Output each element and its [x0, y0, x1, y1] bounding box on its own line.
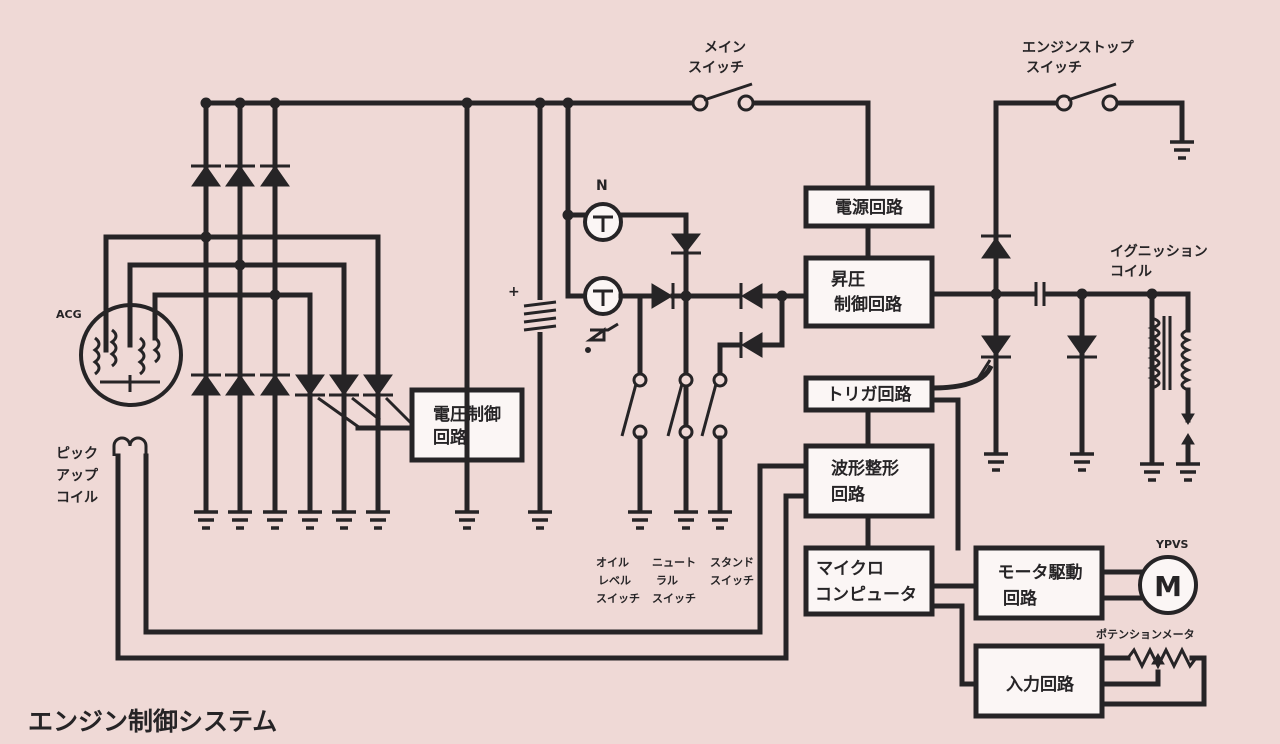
diode-upper-1 — [191, 164, 221, 187]
thyristor-3 — [363, 374, 393, 397]
ground-15 — [1176, 462, 1200, 482]
stand-switch-label-2: スイッチ — [710, 574, 754, 587]
diode-lower-1 — [191, 373, 221, 396]
oil-level-switch — [620, 372, 648, 513]
acg-label: ACG — [56, 308, 82, 321]
oil-switch-label-1: オイル — [596, 556, 629, 569]
main-switch-label-1: メイン — [704, 40, 746, 56]
engine-stop-switch — [1055, 82, 1119, 112]
thyristor-cdi — [981, 335, 1011, 359]
pickup-coil — [112, 436, 148, 456]
ground-10 — [674, 510, 698, 530]
ground-9 — [628, 510, 652, 530]
pickup-wiring — [115, 453, 809, 661]
top-bus — [203, 100, 871, 261]
diode-lower-3 — [260, 373, 290, 396]
neutral-switch-label-1: ニュート — [652, 556, 696, 569]
ignition-coil — [1147, 316, 1195, 465]
input-label: 入力回路 — [1006, 674, 1075, 695]
diode-oil — [651, 283, 675, 309]
pickup-label-2: アップ — [56, 468, 99, 484]
ground-3 — [263, 510, 287, 530]
diode-stop — [981, 234, 1011, 259]
oil-switch-label-3: スイッチ — [596, 592, 640, 605]
diagram-title: エンジン制御システム — [28, 707, 277, 736]
capacitor: + — [508, 284, 558, 332]
pickup-label-3: コイル — [56, 490, 98, 506]
thyristor-2 — [329, 374, 359, 397]
ign-coil-label-2: コイル — [1110, 264, 1152, 280]
rectifier-bridge — [191, 97, 290, 513]
neutral-label: N — [596, 178, 608, 194]
ign-coil-label-1: イグニッション — [1110, 243, 1208, 260]
power-supply-label: 電源回路 — [835, 197, 904, 218]
ypvs-label: YPVS — [1155, 538, 1189, 551]
potentiometer — [1126, 646, 1198, 670]
ground-6 — [366, 510, 390, 530]
micro-label-2: コンピュータ — [815, 585, 917, 605]
oil-lamp — [583, 276, 623, 316]
diode-ign — [1067, 335, 1097, 359]
waveform-label-2: 回路 — [831, 484, 866, 505]
input-box: 入力回路 — [973, 643, 1207, 719]
diode-boost-1 — [739, 283, 763, 309]
waveform-label-1: 波形整形 — [831, 458, 899, 479]
motor-label: M — [1154, 570, 1182, 603]
ground-12 — [984, 452, 1008, 472]
ground-7 — [455, 510, 479, 530]
power-supply-box: 電源回路 — [803, 185, 935, 229]
diode-upper-2 — [225, 164, 255, 187]
stop-switch-label-2: スイッチ — [1026, 60, 1082, 76]
ground-14 — [1140, 462, 1164, 482]
boost-label-1: 昇圧 — [831, 270, 865, 290]
diode-upper-3 — [260, 164, 290, 187]
ground-5 — [332, 510, 356, 530]
stand-switch — [700, 372, 728, 513]
main-switch-label-2: スイッチ — [688, 60, 744, 76]
thyristors — [295, 372, 415, 513]
boost-label-2: 制御回路 — [834, 294, 903, 315]
neutral-switch-label-2: ラル — [656, 574, 678, 587]
neutral-switch-label-3: スイッチ — [652, 592, 696, 605]
trigger-box: トリガ回路 — [803, 364, 994, 551]
ignition-wiring — [929, 100, 1191, 465]
trigger-label: トリガ回路 — [827, 384, 913, 405]
ground-13 — [1070, 452, 1094, 472]
ground-1 — [194, 510, 218, 530]
pickup-label-1: ピック — [56, 446, 98, 462]
micro-box: マイクロ コンピュータ — [803, 545, 979, 687]
main-switch — [691, 82, 755, 112]
svg-text:+: + — [508, 284, 520, 300]
motor-drive-label-1: モータ駆動 — [998, 562, 1083, 583]
waveform-box: 波形整形 回路 — [803, 443, 935, 551]
ground-2 — [228, 510, 252, 530]
oil-can-icon — [585, 322, 619, 353]
ground-4 — [298, 510, 322, 530]
neutral-lamp — [583, 202, 623, 242]
ground-symbols — [194, 140, 1200, 530]
ypvs-motor: M — [1138, 555, 1198, 615]
motor-drive-box: モータ駆動 回路 — [973, 545, 1145, 621]
thyristor-1 — [295, 374, 325, 397]
acg-generator — [79, 303, 183, 407]
ground-16 — [1170, 140, 1194, 160]
neutral-switch — [666, 372, 694, 440]
pot-label: ポテンションメータ — [1096, 627, 1195, 641]
oil-switch-label-2: レベル — [598, 574, 631, 587]
boost-box: 昇圧 制御回路 — [803, 255, 935, 329]
diode-neutral — [670, 233, 702, 255]
diode-lower-2 — [225, 373, 255, 396]
ground-8 — [528, 510, 552, 530]
diode-boost-2 — [739, 332, 763, 358]
ground-11 — [708, 510, 732, 530]
indicator-wiring — [618, 212, 809, 513]
regulator-label-2: 回路 — [433, 427, 468, 448]
stop-switch-label-1: エンジンストップ — [1022, 40, 1135, 56]
motor-drive-label-2: 回路 — [1003, 588, 1038, 609]
micro-label-1: マイクロ — [816, 559, 884, 579]
stand-switch-label-1: スタンド — [710, 556, 754, 569]
